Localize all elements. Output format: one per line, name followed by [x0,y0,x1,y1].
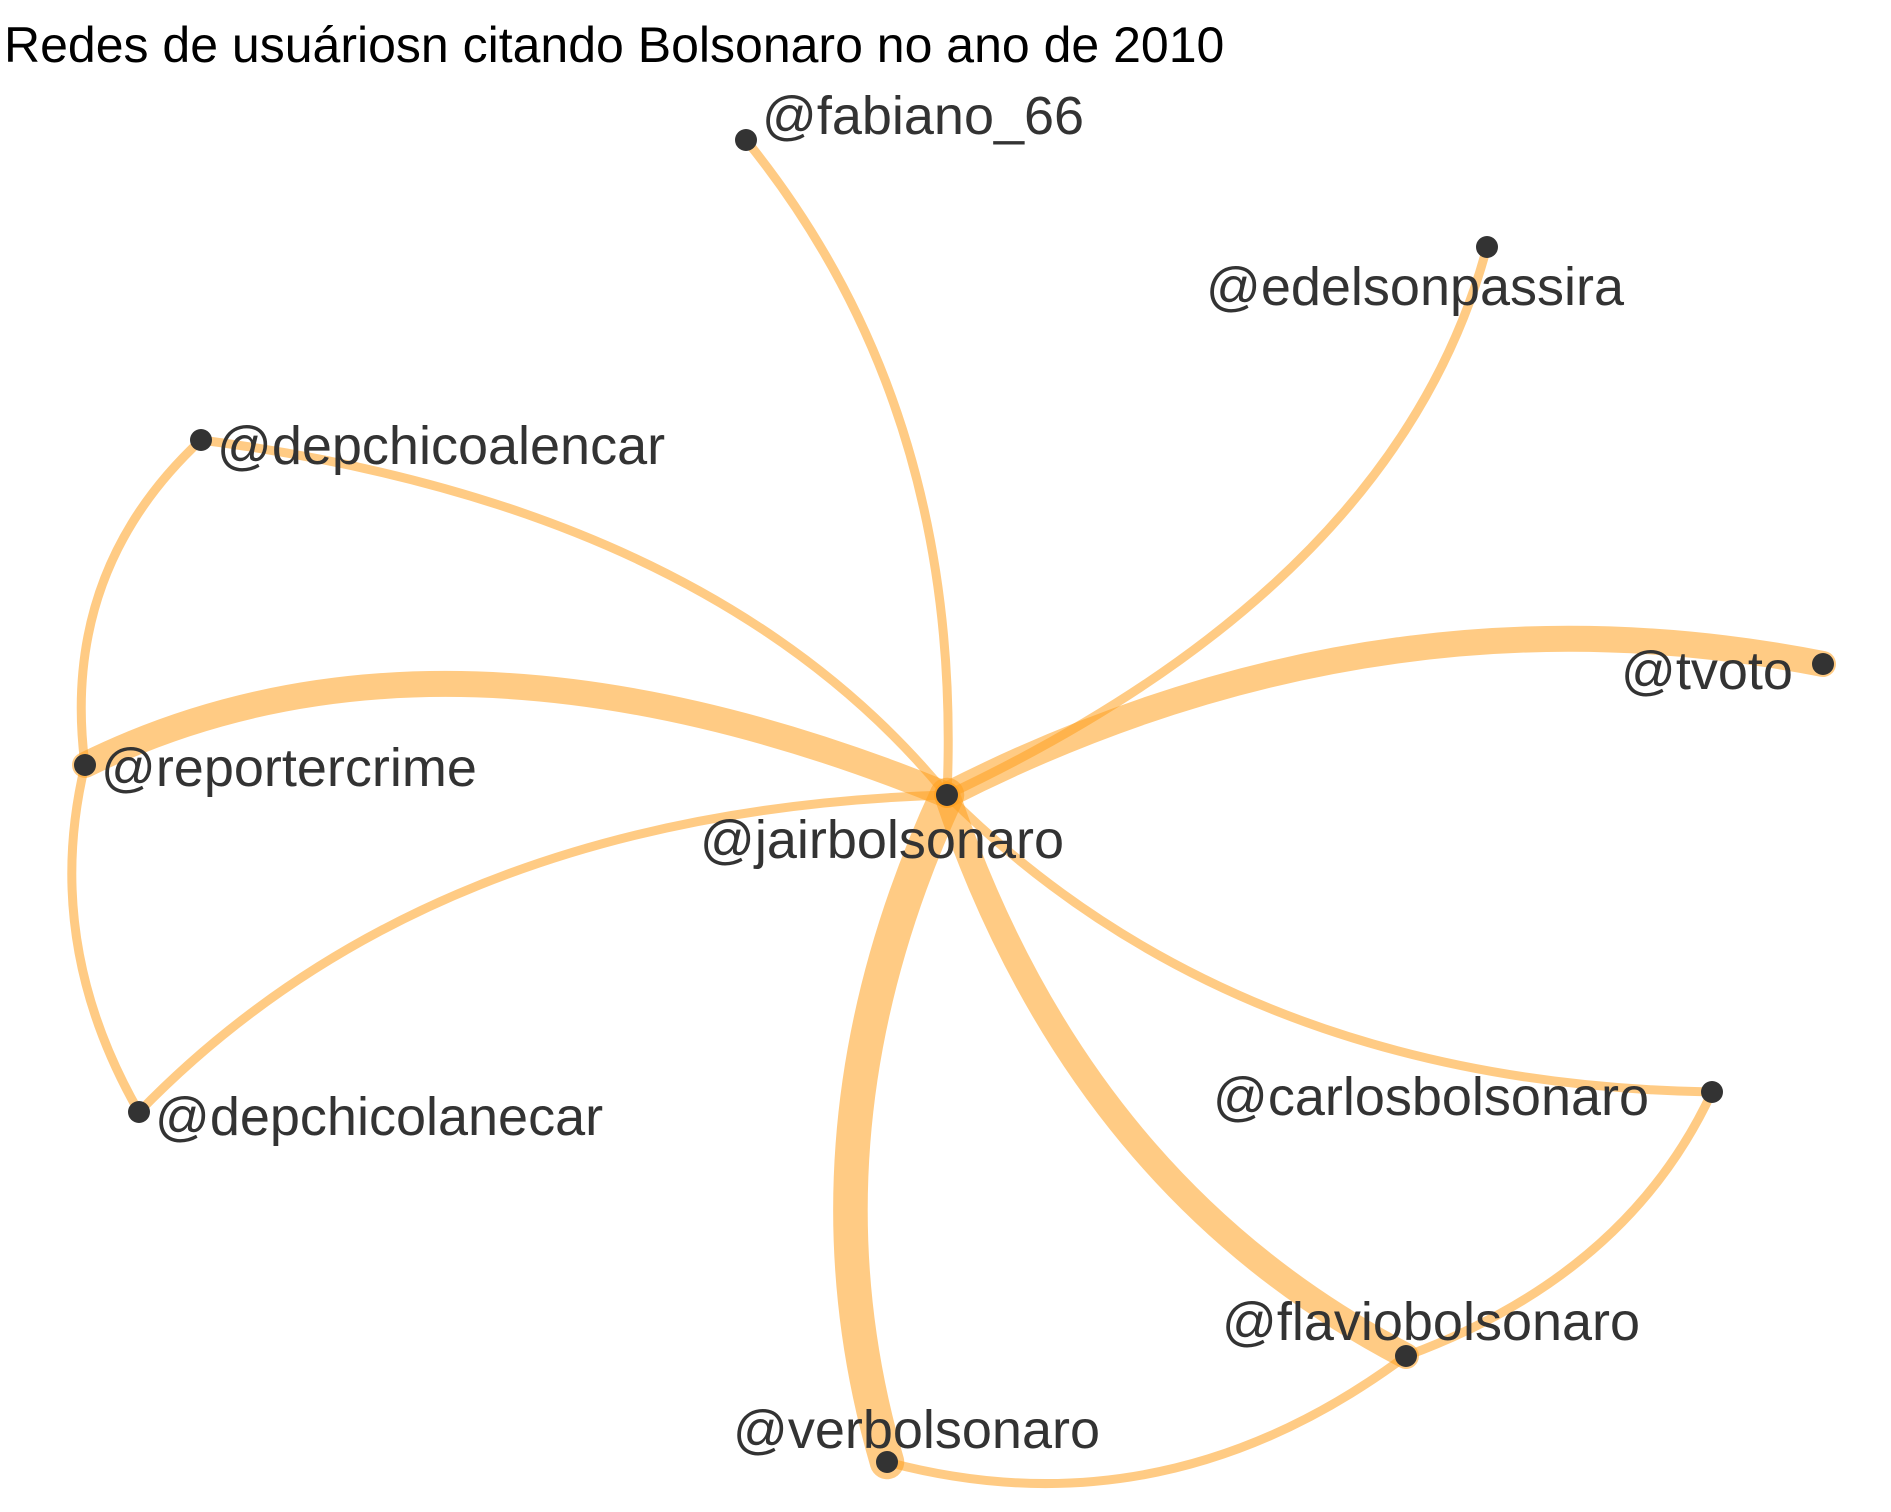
edge-layer [67,135,1836,1489]
node-label-reportercrime: @reportercrime [101,738,477,798]
edge-jairbolsonaro-verbolsonaro [833,777,965,1480]
node-label-edelsonpassira: @edelsonpassira [1206,257,1625,317]
node-label-tvoto: @tvoto [1621,641,1793,701]
node-edelsonpassira [1476,236,1498,258]
node-fabiano_66 [735,129,757,151]
edge-jairbolsonaro-flaviobolsonaro [934,782,1419,1369]
node-label-carlosbolsonaro: @carlosbolsonaro [1213,1067,1649,1127]
edge-jairbolsonaro-carlosbolsonaro [942,790,1717,1097]
node-flaviobolsonaro [1395,1345,1417,1367]
node-label-jairbolsonaro: @jairbolsonaro [700,810,1064,870]
node-carlosbolsonaro [1701,1081,1723,1103]
node-depchicolanecar [128,1101,150,1123]
node-layer [74,129,1834,1473]
node-label-flaviobolsonaro: @flaviobolsonaro [1222,1292,1640,1352]
node-jairbolsonaro [936,784,958,806]
edge-flaviobolsonaro-verbolsonaro [882,1351,1411,1489]
node-depchicoalencar [190,429,212,451]
node-label-fabiano_66: @fabiano_66 [762,86,1084,146]
node-label-depchicolanecar: @depchicolanecar [155,1087,603,1147]
node-verbolsonaro [876,1451,898,1473]
edge-jairbolsonaro-tvoto [934,625,1836,808]
edge-jairbolsonaro-reportercrime [72,670,960,808]
edge-jairbolsonaro-fabiano_66 [741,135,953,800]
edge-carlosbolsonaro-flaviobolsonaro [1401,1087,1717,1361]
node-tvoto [1812,653,1834,675]
edge-jairbolsonaro-depchicoalencar [196,435,952,800]
chart-title: Redes de usuáriosn citando Bolsonaro no … [4,17,1224,73]
node-label-depchicoalencar: @depchicoalencar [217,416,665,476]
edge-jairbolsonaro-depchicolanecar [134,790,952,1117]
edge-reportercrime-depchicolanecar [67,760,144,1117]
label-layer: @jairbolsonaro @fabiano_66 @edelsonpassira… [101,86,1793,1460]
edge-depchicoalencar-reportercrime [76,435,206,770]
edge-jairbolsonaro-edelsonpassira [942,242,1492,800]
node-reportercrime [74,754,96,776]
node-label-verbolsonaro: @verbolsonaro [733,1400,1100,1460]
